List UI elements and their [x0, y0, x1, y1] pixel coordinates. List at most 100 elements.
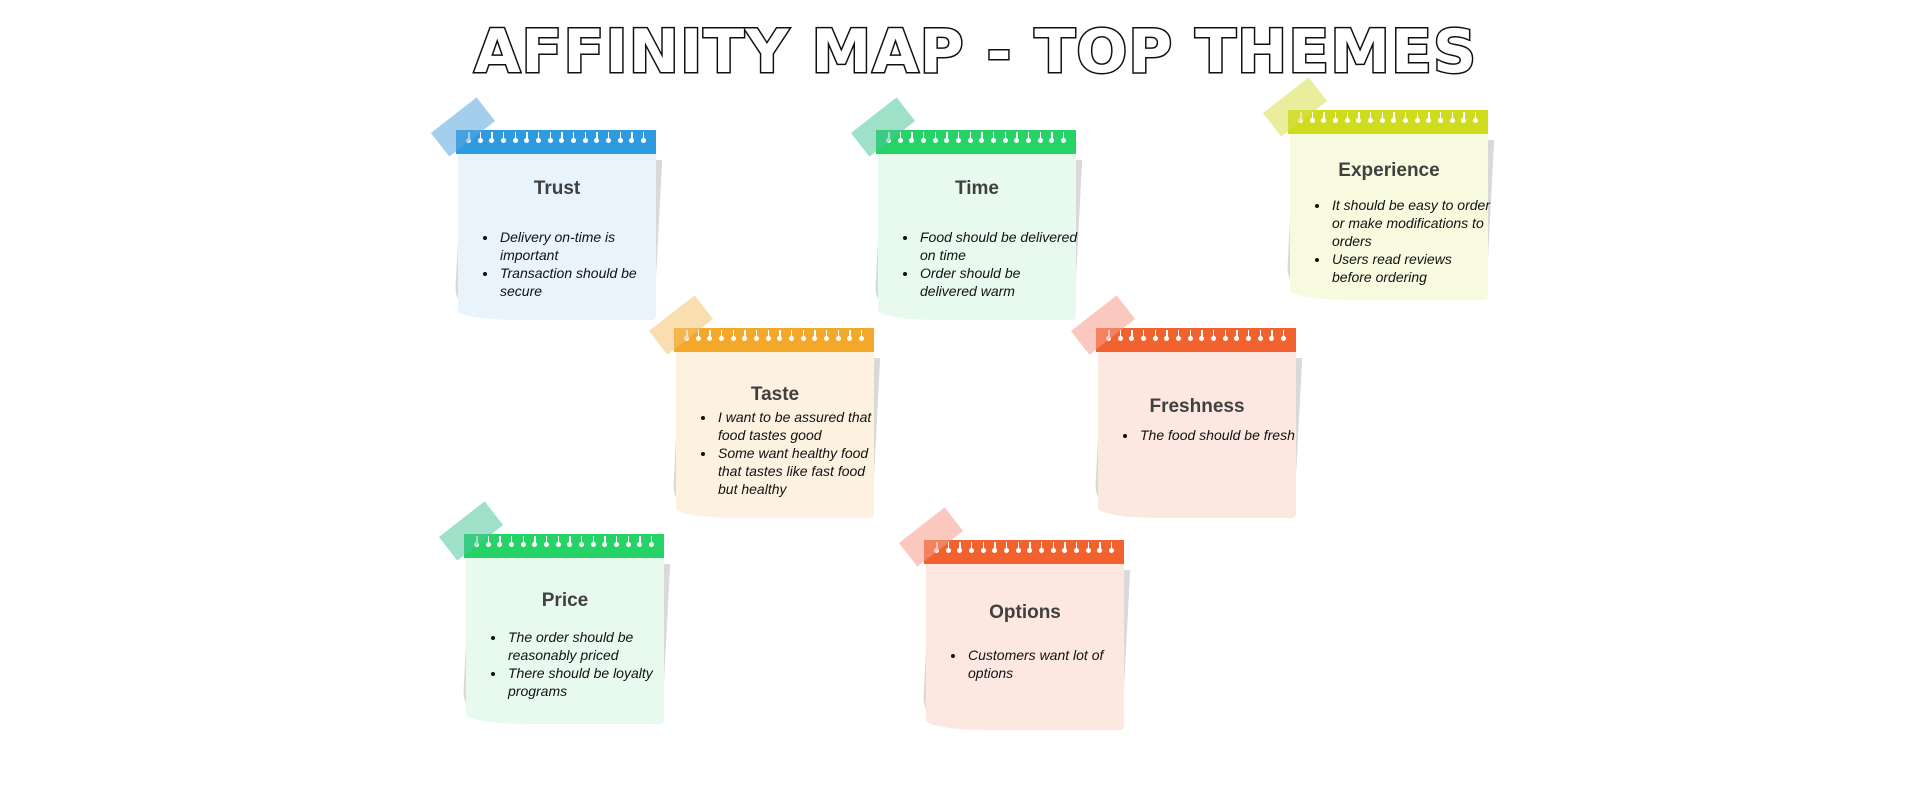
punch-hole — [1060, 132, 1066, 144]
punch-hole — [1379, 112, 1385, 124]
punch-hole — [1108, 542, 1114, 554]
note-title: Trust — [533, 178, 581, 199]
punch-hole — [955, 132, 961, 144]
note-paper — [676, 348, 874, 518]
punch-hole — [1367, 112, 1373, 124]
note-paper — [458, 150, 656, 320]
punch-hole — [613, 536, 619, 548]
punch-hole — [1222, 330, 1228, 342]
punch-hole — [788, 330, 794, 342]
note-bullet: It should be easy to order or make modif… — [1330, 196, 1490, 250]
punch-hole — [777, 330, 783, 342]
sticky-note-options: Options Customers want lot of options — [898, 507, 1131, 730]
note-bullets: The food should be fresh — [1116, 426, 1298, 444]
punch-hole — [535, 132, 541, 144]
punch-hole — [858, 330, 864, 342]
punch-hole — [500, 132, 506, 144]
punch-hole — [477, 132, 483, 144]
punch-hole — [1187, 330, 1193, 342]
punch-hole — [742, 330, 748, 342]
note-bullets: Customers want lot of options — [944, 646, 1126, 682]
note-paper — [1290, 130, 1488, 300]
note-paper — [878, 150, 1076, 320]
note-bullet: Transaction should be secure — [498, 264, 658, 300]
note-bullet: The food should be fresh — [1138, 426, 1298, 444]
note-title: Freshness — [1149, 396, 1245, 417]
punch-hole — [489, 132, 495, 144]
note-bullet: Order should be delivered warm — [918, 264, 1078, 300]
punch-hole — [1356, 112, 1362, 124]
note-bullets: Delivery on-time is important Transactio… — [476, 228, 658, 300]
sticky-note-experience: Experience It should be easy to order or… — [1262, 77, 1495, 300]
punch-hole — [543, 536, 549, 548]
sticky-note-trust: Trust Delivery on-time is important Tran… — [430, 97, 663, 320]
note-header-band — [674, 328, 874, 352]
note-bullet: I want to be assured that food tastes go… — [716, 408, 876, 444]
punch-hole — [532, 536, 538, 548]
note-header-band — [924, 540, 1124, 564]
punch-hole — [590, 536, 596, 548]
punch-hole — [1062, 542, 1068, 554]
punch-hole — [1038, 542, 1044, 554]
punch-hole — [800, 330, 806, 342]
punch-hole — [1037, 132, 1043, 144]
punch-hole — [707, 330, 713, 342]
sticky-note-time: Time Food should be delivered on time Or… — [850, 97, 1083, 320]
punch-hole — [578, 536, 584, 548]
punch-hole — [1027, 542, 1033, 554]
note-bullet: The order should be reasonably priced — [506, 628, 666, 664]
note-bullets: It should be easy to order or make modif… — [1308, 196, 1490, 286]
punch-hole — [1269, 330, 1275, 342]
punch-hole — [967, 132, 973, 144]
punch-hole — [625, 536, 631, 548]
note-title: Taste — [750, 384, 800, 405]
punch-hole — [730, 330, 736, 342]
punch-hole — [1152, 330, 1158, 342]
punch-hole — [1117, 330, 1123, 342]
punch-hole — [1164, 330, 1170, 342]
punch-hole — [945, 542, 951, 554]
note-bullet: There should be loyalty programs — [506, 664, 666, 700]
punch-hole — [753, 330, 759, 342]
note-bullet: Users read reviews before ordering — [1330, 250, 1490, 286]
punch-hole — [1140, 330, 1146, 342]
punch-hole — [582, 132, 588, 144]
punch-hole — [1199, 330, 1205, 342]
punch-hole — [508, 536, 514, 548]
note-bullet: Some want healthy food that tastes like … — [716, 444, 876, 498]
punch-hole — [968, 542, 974, 554]
punch-hole — [1049, 132, 1055, 144]
note-title: Time — [954, 178, 999, 199]
sticky-note-taste: Taste I want to be assured that food tas… — [648, 295, 881, 518]
note-bullet: Food should be delivered on time — [918, 228, 1078, 264]
punch-hole — [1175, 330, 1181, 342]
sticky-note-freshness: Freshness The food should be fresh — [1070, 295, 1303, 518]
note-bullet: Customers want lot of options — [966, 646, 1126, 682]
punch-hole — [1426, 112, 1432, 124]
note-bullet: Delivery on-time is important — [498, 228, 658, 264]
punch-hole — [1002, 132, 1008, 144]
punch-hole — [695, 330, 701, 342]
punch-hole — [920, 132, 926, 144]
note-bullets: The order should be reasonably priced Th… — [484, 628, 666, 700]
sticky-note-price: Price The order should be reasonably pri… — [438, 501, 671, 724]
punch-hole — [1050, 542, 1056, 554]
note-paper — [466, 554, 664, 724]
punch-hole — [594, 132, 600, 144]
note-header-band — [456, 130, 656, 154]
punch-hole — [1472, 112, 1478, 124]
punch-hole — [1014, 132, 1020, 144]
punch-hole — [602, 536, 608, 548]
note-bullets: Food should be delivered on time Order s… — [896, 228, 1078, 300]
punch-hole — [1414, 112, 1420, 124]
punch-hole — [1344, 112, 1350, 124]
note-header-band — [464, 534, 664, 558]
punch-hole — [520, 536, 526, 548]
punch-hole — [497, 536, 503, 548]
punch-hole — [1437, 112, 1443, 124]
punch-hole — [605, 132, 611, 144]
punch-hole — [1073, 542, 1079, 554]
punch-hole — [1097, 542, 1103, 554]
punch-hole — [570, 132, 576, 144]
